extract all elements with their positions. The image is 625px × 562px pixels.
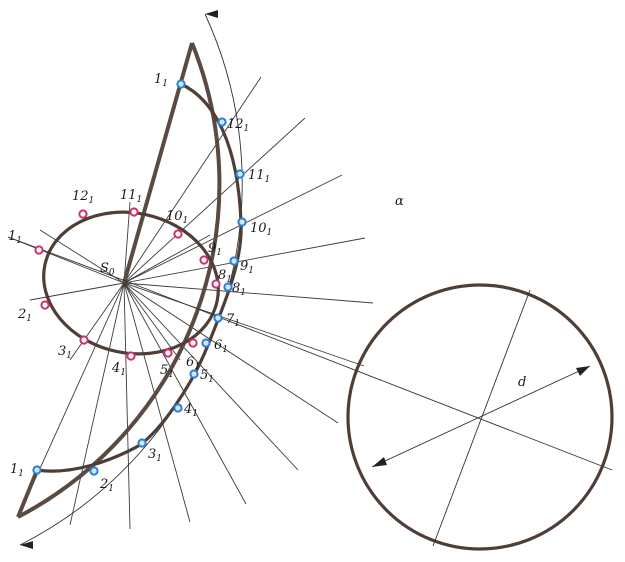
ray-line bbox=[123, 282, 191, 523]
ellipse-point bbox=[199, 255, 209, 265]
curve-point-label: 31 bbox=[148, 447, 162, 464]
ray-line bbox=[69, 282, 125, 526]
ellipse-point-label: 31 bbox=[58, 344, 72, 361]
curve-point bbox=[217, 117, 227, 127]
curve-point bbox=[223, 282, 233, 292]
diameter-label: d bbox=[518, 375, 526, 390]
ray-line bbox=[123, 282, 365, 367]
curve-point-label: 61 bbox=[214, 338, 228, 355]
base-ellipse bbox=[42, 210, 220, 356]
apex-label: S0 bbox=[100, 261, 115, 278]
ray-line bbox=[123, 282, 339, 424]
curve-point-label: 11 bbox=[10, 462, 24, 479]
ray-line bbox=[123, 201, 131, 284]
ellipse-point-label: 61 bbox=[186, 355, 200, 372]
ray-line bbox=[123, 237, 366, 284]
ellipse-point bbox=[188, 338, 198, 348]
diameter-arrow-left bbox=[372, 457, 387, 467]
curve-point bbox=[189, 369, 199, 379]
ellipse-point-label: 11 bbox=[8, 229, 22, 246]
curve-point-label: 11 bbox=[154, 72, 168, 89]
curve-point-label: 71 bbox=[226, 312, 240, 329]
ray-line bbox=[123, 234, 211, 284]
angle-arrow-bottom bbox=[20, 541, 33, 549]
curve-point bbox=[137, 438, 147, 448]
curve-point bbox=[237, 217, 247, 227]
ellipse-axis-left bbox=[7, 236, 132, 284]
curve-point bbox=[176, 79, 186, 89]
ray-line bbox=[123, 282, 181, 361]
ray-line bbox=[39, 229, 125, 284]
curve-point bbox=[89, 466, 99, 476]
angle-label: α bbox=[395, 194, 404, 209]
ellipse-point-labels: 11 21 31 41 51 61 81 91 101 111 121 bbox=[8, 188, 232, 380]
ellipse-point-label: 101 bbox=[166, 209, 188, 226]
ray-line bbox=[123, 174, 343, 284]
ray-line bbox=[69, 282, 125, 361]
curve-point bbox=[213, 313, 223, 323]
curve-point bbox=[201, 338, 211, 348]
curve-point bbox=[173, 403, 183, 413]
curve-point-label: 111 bbox=[248, 168, 270, 185]
sector-bottom-edge bbox=[16, 467, 40, 518]
circle-vertical-axis bbox=[432, 289, 531, 547]
diameter-arrow-right bbox=[576, 366, 590, 376]
ellipse-point bbox=[129, 207, 139, 217]
ray-line bbox=[123, 282, 374, 304]
ray-line bbox=[29, 282, 125, 301]
ellipse-point-label: 21 bbox=[17, 307, 32, 324]
curve-point-label: 21 bbox=[99, 477, 114, 494]
ray-line bbox=[123, 282, 131, 530]
development-curve bbox=[36, 82, 243, 473]
curve-point-label: 51 bbox=[200, 368, 214, 385]
ellipse-point-label: 41 bbox=[111, 361, 126, 378]
curve-points bbox=[32, 79, 247, 476]
ellipse-point bbox=[126, 351, 136, 361]
angle-arrow-top bbox=[205, 10, 218, 18]
diameter-dimension-line bbox=[371, 365, 591, 468]
ellipse-points bbox=[34, 207, 221, 361]
ellipse-point-label: 91 bbox=[208, 241, 222, 258]
ellipse-point-label: 111 bbox=[120, 188, 142, 205]
ellipse-point-label: 51 bbox=[160, 363, 174, 380]
ellipse-point bbox=[211, 279, 221, 289]
curve-point bbox=[32, 465, 42, 475]
ray-lines bbox=[7, 42, 374, 530]
ray-line bbox=[123, 117, 306, 284]
ellipse-point bbox=[40, 300, 50, 310]
curve-point bbox=[229, 256, 239, 266]
ray-line bbox=[123, 76, 262, 284]
sector-outer-arc bbox=[17, 42, 222, 519]
base-circle bbox=[346, 283, 614, 551]
curve-point-label: 101 bbox=[250, 221, 272, 238]
ray-line bbox=[123, 282, 299, 471]
curve-point-label: 121 bbox=[227, 117, 249, 134]
circle-center-line bbox=[130, 282, 613, 471]
ellipse-point bbox=[173, 229, 183, 239]
ellipse-point bbox=[79, 335, 89, 345]
ellipse-point bbox=[163, 348, 173, 358]
ellipse-point bbox=[78, 209, 88, 219]
curve-point-label: 91 bbox=[240, 259, 254, 276]
curve-point-label: 41 bbox=[183, 402, 198, 419]
curve-point-label: 81 bbox=[232, 281, 246, 298]
ellipse-point bbox=[34, 245, 44, 255]
ellipse-point-label: 81 bbox=[218, 268, 232, 285]
curve-point bbox=[235, 169, 245, 179]
ellipse-point-label: 121 bbox=[72, 189, 94, 206]
